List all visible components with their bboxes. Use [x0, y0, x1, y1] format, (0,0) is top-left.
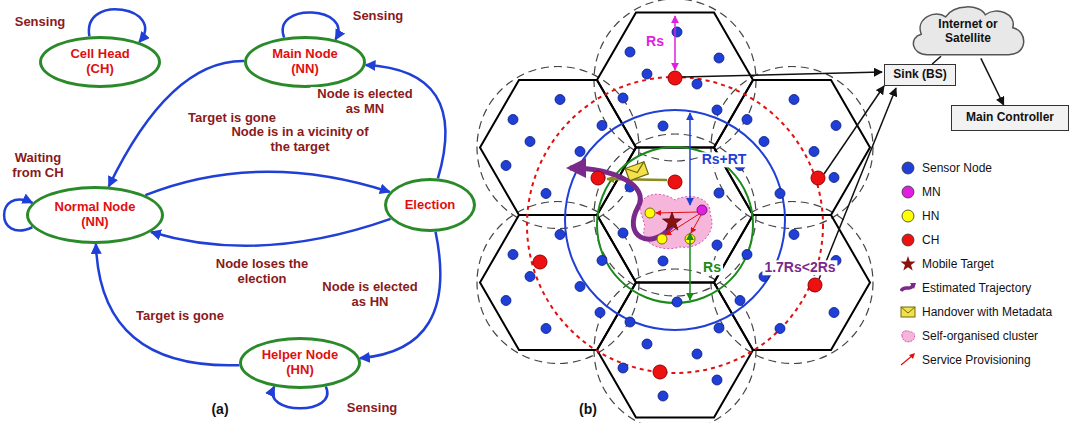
rs-rt-dimension: [689, 113, 691, 205]
legend-text: Handover with Metadata: [922, 305, 1052, 319]
ch-to-sink-links: [682, 72, 896, 279]
node-text: Main Controller: [966, 111, 1054, 125]
mobile-target: [663, 212, 682, 230]
transition-arrow: [366, 65, 446, 178]
node-text: Helper Node (HN): [260, 348, 340, 378]
legend-row: Mobile Target: [900, 252, 1052, 276]
rs-dimension-green: [689, 233, 691, 300]
metadata-envelope: [625, 162, 648, 181]
dimension-label: Rs: [701, 260, 723, 275]
sink-box: Sink (BS): [884, 64, 956, 86]
text-group: Sink (BS): [893, 68, 946, 82]
range-circle-blue: [565, 110, 785, 330]
transition-label: Node is elected as HN: [316, 280, 425, 310]
sensor-nodes: [501, 27, 841, 401]
cell-heads: [533, 71, 825, 379]
legend-row: CH: [900, 228, 1052, 252]
rs-dimension: [674, 16, 676, 70]
text-group: Normal Node (NN): [49, 200, 141, 230]
node-text: Main Node (NN): [265, 47, 345, 77]
transition-label: Node is in a vicinity of the target: [218, 125, 382, 155]
legend-swatch-dot: [902, 210, 914, 222]
legend-swatch-dot: [902, 186, 914, 198]
text-group: Election: [405, 198, 456, 213]
node-text: Cell Head (CH): [60, 47, 140, 77]
legend-swatch: [900, 328, 916, 344]
legend-swatch: [900, 184, 916, 200]
network-cloud: Internet or Satellite: [907, 5, 1029, 59]
legend-text: MN: [922, 185, 941, 199]
main-node: [697, 205, 707, 215]
state-ellipse: Helper Node (HN): [239, 337, 361, 389]
legend-row: Handover with Metadata: [900, 300, 1052, 324]
state-ellipse: Normal Node (NN): [26, 186, 164, 244]
dimension-label: 1.7Rs<2Rs: [762, 260, 837, 275]
state-ellipse: Main Node (NN): [244, 36, 366, 88]
legend-row: Self-organised cluster: [900, 324, 1052, 348]
text-group: Internet or Satellite: [928, 18, 1008, 46]
legend-text: Estimated Trajectory: [922, 281, 1031, 295]
text-group: Main Node (NN): [265, 47, 345, 77]
transition-label: Node loses the election: [205, 257, 319, 287]
estimated-trajectory: [570, 168, 672, 239]
transition-arrow: [145, 172, 389, 195]
legend-row: HN: [900, 204, 1052, 228]
legend-swatch: [900, 256, 916, 272]
transition-label: Sensing: [345, 401, 400, 416]
legend-row: MN: [900, 180, 1052, 204]
legend-text: Service Provisioning: [922, 353, 1031, 367]
network-link: [981, 58, 1004, 105]
legend-row: Estimated Trajectory: [900, 276, 1052, 300]
controller-box: Main Controller: [951, 105, 1069, 131]
legend-swatch: [900, 232, 916, 248]
legend-swatch: [900, 160, 916, 176]
legend-row: Service Provisioning: [900, 348, 1052, 372]
node-text: Normal Node (NN): [49, 200, 141, 230]
legend-swatch: [900, 304, 916, 320]
legend-swatch: [900, 352, 916, 368]
text-group: Main Controller: [966, 111, 1054, 125]
text-group: Helper Node (HN): [260, 348, 340, 378]
legend-swatch: [900, 208, 916, 224]
legend-swatch: [900, 280, 916, 296]
range-circle-red: [527, 77, 823, 373]
legend-text: Mobile Target: [922, 257, 994, 271]
service-provisioning: [656, 212, 701, 235]
transition-label: Node is elected as MN: [311, 87, 420, 117]
state-ellipse: Election: [384, 178, 476, 232]
dashed-cell-circles: [477, 0, 873, 423]
state-ellipse: Cell Head (CH): [39, 36, 161, 88]
transition-arrow: [273, 387, 328, 409]
transition-label: Sensing: [13, 15, 68, 30]
legend-text: Sensor Node: [922, 161, 992, 175]
legend: Sensor NodeMN HN CH Mobile TargetEstimated …: [900, 156, 1052, 372]
legend-swatch-dot: [902, 162, 914, 174]
transition-label: Waiting from CH: [1, 151, 75, 181]
legend-text: HN: [922, 209, 939, 223]
transition-arrow: [151, 219, 391, 246]
node-text: Election: [405, 198, 456, 213]
transition-label: Sensing: [351, 9, 406, 24]
legend-text: CH: [922, 233, 939, 247]
node-text: Internet or Satellite: [928, 18, 1008, 46]
dimension-label: Rs: [644, 34, 666, 49]
legend-text: Self-organised cluster: [922, 329, 1038, 343]
network-link: [932, 56, 941, 64]
range-circle-green: [597, 147, 753, 303]
part-label: (b): [577, 402, 599, 417]
text-group: Cell Head (CH): [60, 47, 140, 77]
helper-nodes: [645, 208, 695, 244]
transition-label: Target is gone: [186, 111, 278, 126]
transition-label: Target is gone: [134, 309, 226, 324]
legend-swatch-dot: [902, 234, 914, 246]
legend-row: Sensor Node: [900, 156, 1052, 180]
node-text: Sink (BS): [893, 68, 946, 82]
part-label: (a): [209, 402, 230, 417]
dimension-label: Rs+RT: [700, 152, 749, 167]
